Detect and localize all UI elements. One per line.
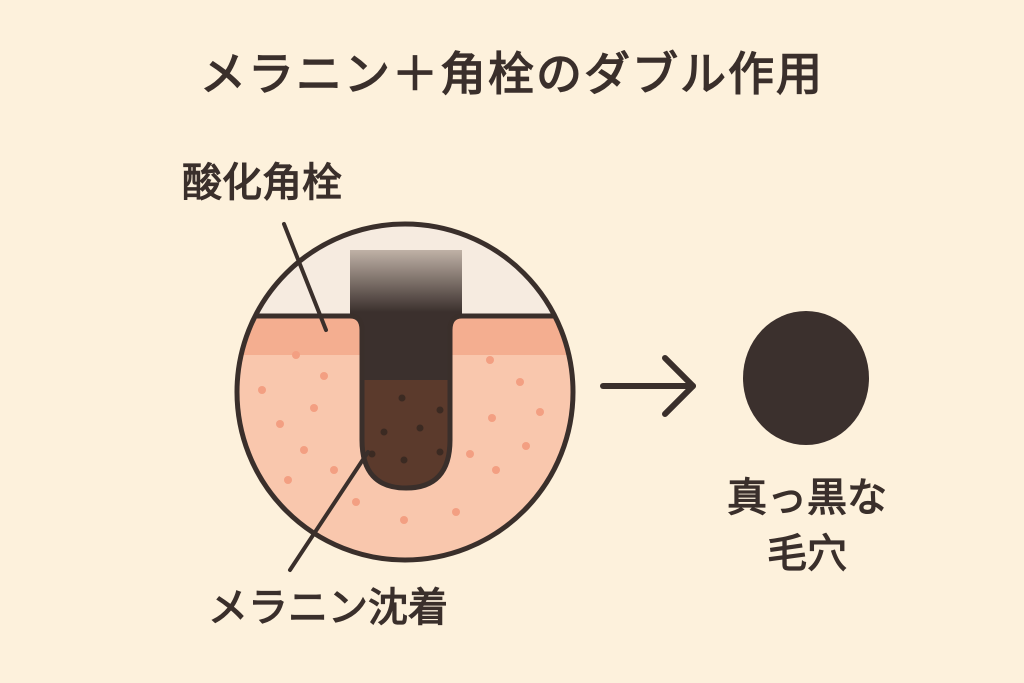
label-result-line1: 真っ黒な [727, 475, 887, 521]
magnifier-circle [234, 221, 576, 563]
label-oxidized-plug: 酸化角栓 [182, 160, 342, 206]
arrow-right-icon [600, 355, 696, 417]
melanin-area [362, 380, 450, 488]
diagram-title: メラニン＋角栓のダブル作用 [200, 47, 824, 101]
leader-line-plug [282, 222, 328, 332]
label-result: 真っ黒な 毛穴 [712, 470, 902, 582]
skin-layer [237, 316, 573, 560]
skin-dots [258, 351, 544, 524]
leader-line-melanin [288, 450, 370, 572]
label-result-line2: 毛穴 [767, 531, 847, 577]
oxidized-plug [350, 250, 462, 388]
skin-cross-section [237, 224, 573, 560]
label-melanin-deposit: メラニン沈着 [208, 585, 448, 631]
melanin-dots [368, 394, 444, 464]
black-pore-icon [743, 311, 869, 445]
